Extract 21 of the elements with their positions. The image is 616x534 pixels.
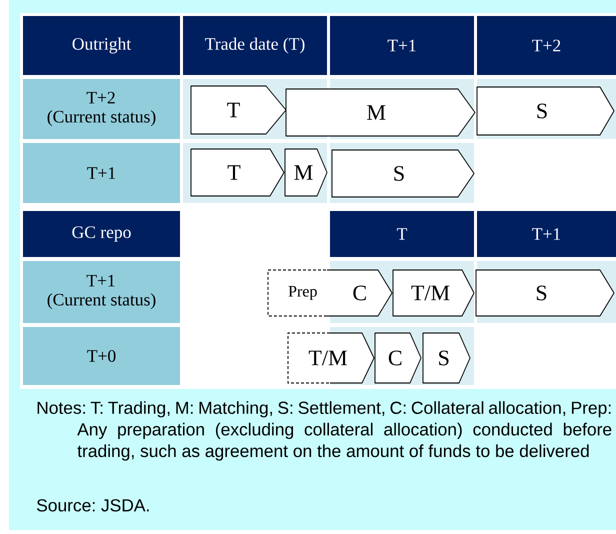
source-text: Source: JSDA. [37, 499, 149, 512]
notes-text: Notes: T: Trading, M: Matching, S: Settlement, C: Collateral allocation, Prep: Any preparation (excluding collateral allocation) conducted before trading, such as agreement on the amount of funds to be delivered [38, 401, 612, 461]
stage-block: C [326, 270, 392, 316]
stage-block: S [476, 86, 614, 136]
header-cell: Trade date (T) [183, 16, 327, 75]
header-cell: GC repo [23, 211, 180, 257]
stage-block: S [332, 150, 474, 198]
row-label-cell: T+0 [23, 327, 180, 385]
header-cell: T+1 [330, 16, 474, 75]
node-label: C [353, 286, 366, 300]
header-cell: T+1 [477, 211, 616, 257]
row-label-cell: T+2 (Current status) [23, 79, 180, 139]
stage-block: T/M [288, 332, 374, 384]
header-cell: T [330, 211, 474, 257]
row-label-cell: T+1 (Current status) [23, 261, 180, 323]
stage-block: M [286, 88, 476, 136]
stage-block: T/M [392, 270, 474, 316]
header-cell: T+2 [477, 16, 616, 75]
stage-block: S [476, 270, 614, 316]
row-label-cell: T+1 [23, 143, 180, 203]
header-cell: Outright [23, 16, 180, 75]
